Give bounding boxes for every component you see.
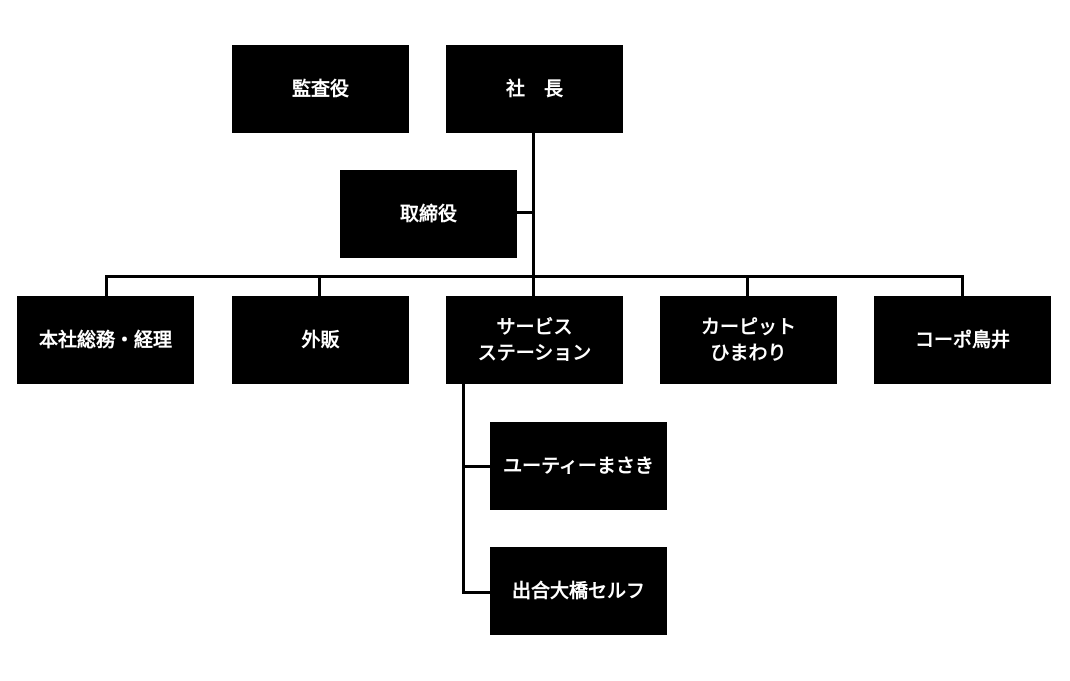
division-label-line: ステーション	[477, 342, 592, 364]
connector-service-trunk	[462, 384, 465, 594]
connector-drop-3	[746, 275, 749, 297]
division-label: 本社総務・経理	[38, 329, 172, 351]
connector-drop-0	[105, 275, 108, 297]
division-box: 外販	[232, 296, 409, 384]
branch-label: 出合大橋セルフ	[511, 580, 645, 602]
connector-branch-0	[462, 465, 491, 468]
division-label: カーピット ひまわり	[701, 314, 796, 366]
connector-drop-1	[318, 275, 321, 297]
division-box: コーポ鳥井	[874, 296, 1051, 384]
division-label-line: ひまわり	[710, 342, 787, 364]
branch-box: 出合大橋セルフ	[490, 547, 667, 635]
division-label: コーポ鳥井	[914, 329, 1010, 351]
division-box: カーピット ひまわり	[660, 296, 837, 384]
connector-drop-2	[532, 275, 535, 297]
connector-branch-1	[462, 591, 491, 594]
president-box: 社 長	[446, 45, 623, 133]
auditor-label: 監査役	[291, 78, 349, 100]
branch-box: ユーティーまさき	[490, 422, 667, 510]
branch-label: ユーティーまさき	[503, 455, 654, 477]
division-label-line: サービス	[496, 316, 573, 338]
connector-drop-4	[961, 275, 964, 297]
division-label: サービス ステーション	[478, 314, 592, 366]
division-box: 本社総務・経理	[17, 296, 194, 384]
division-box: サービス ステーション	[446, 296, 623, 384]
directors-label: 取締役	[399, 203, 457, 225]
connector-directors	[516, 211, 534, 214]
president-label: 社 長	[505, 78, 563, 100]
auditor-box: 監査役	[232, 45, 409, 133]
division-label-line: カーピット	[700, 316, 796, 338]
directors-box: 取締役	[340, 170, 517, 258]
division-label: 外販	[301, 329, 340, 351]
connector-president-trunk	[532, 133, 535, 277]
